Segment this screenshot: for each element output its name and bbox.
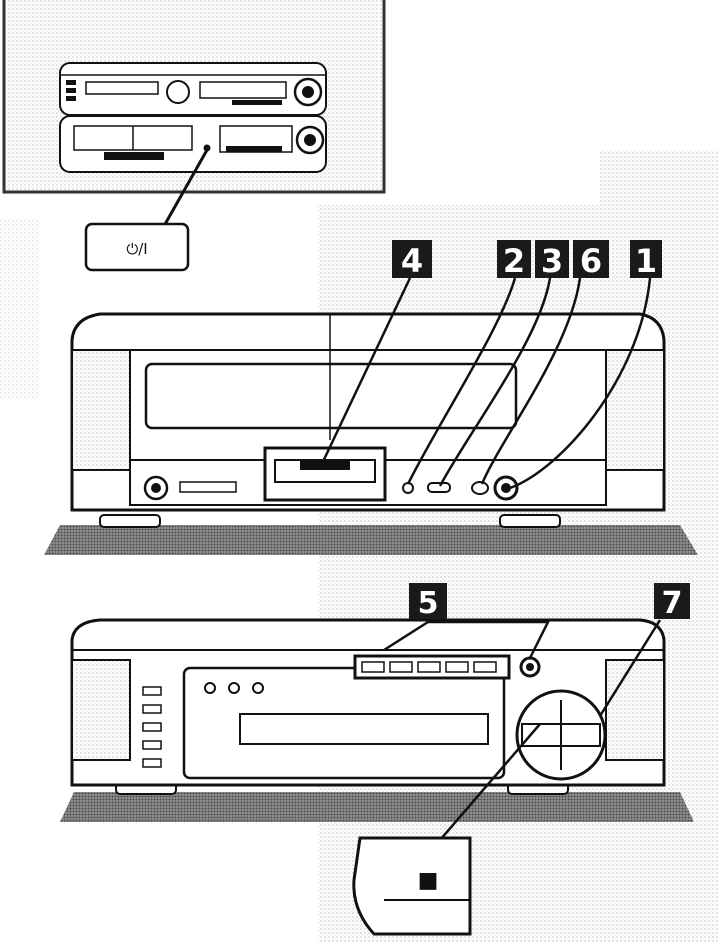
svg-text:5: 5 (418, 586, 439, 621)
svg-text:4: 4 (401, 242, 423, 280)
svg-text:2: 2 (503, 242, 525, 280)
stop-icon: ■ (418, 868, 439, 893)
cd-base-shadow (60, 792, 694, 822)
lower-callout-leaders (383, 619, 662, 841)
stop-button-zoom[interactable]: ■ (352, 836, 472, 936)
svg-text:3: 3 (541, 242, 563, 280)
deck-button-3[interactable] (427, 482, 451, 493)
callout-2: 2 (497, 240, 531, 280)
callout-7: 7 (654, 583, 690, 621)
callout-5: 5 (409, 583, 447, 621)
callout-3: 3 (535, 240, 569, 280)
inset-lower-unit (59, 115, 327, 173)
svg-text:7: 7 (662, 586, 683, 621)
cd-player-unit (60, 618, 694, 822)
power-key-label: ⏻/I (126, 240, 147, 258)
inset-power-point (203, 144, 211, 152)
inset-leader-line (162, 149, 209, 227)
power-standby-button[interactable]: ⏻/I (84, 222, 190, 272)
deck-base-shadow (44, 525, 698, 555)
svg-text:1: 1 (635, 242, 657, 280)
deck-button-2[interactable] (402, 482, 414, 494)
callout-4: 4 (392, 240, 432, 280)
system-inset-box (2, 0, 386, 227)
middle-callout-leaders (318, 277, 652, 490)
svg-text:6: 6 (580, 242, 602, 280)
inset-upper-unit (59, 62, 327, 116)
callout-6: 6 (573, 240, 609, 280)
callout-1: 1 (630, 240, 662, 280)
deck-button-6[interactable] (471, 481, 489, 495)
cd-transport-buttons[interactable] (353, 654, 511, 680)
